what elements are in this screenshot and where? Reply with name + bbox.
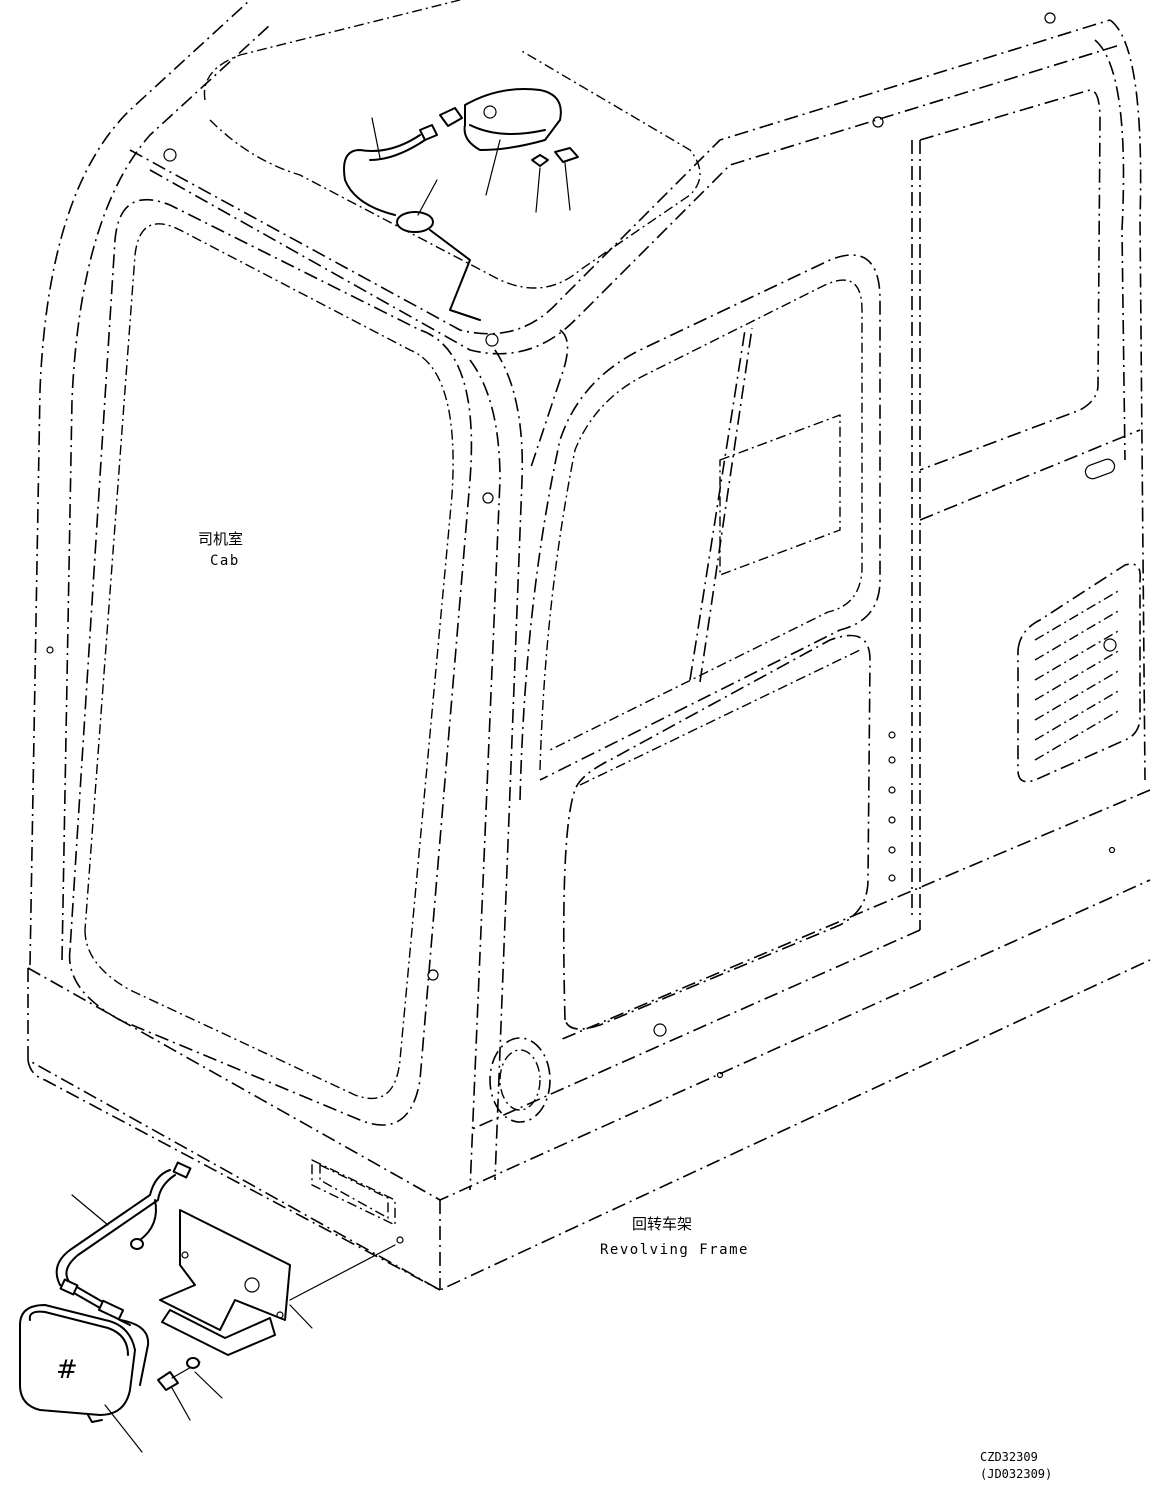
roof-lamp-body — [463, 88, 562, 151]
lamp-harness-wire — [55, 1169, 171, 1326]
roof-lamp-connector — [439, 107, 463, 127]
roof-lamp-assembly — [343, 88, 579, 321]
work-lamp-body — [19, 1304, 136, 1416]
frame-label-en: Revolving Frame — [600, 1242, 749, 1258]
roof-harness-wire — [343, 134, 421, 216]
roof-bolt-head — [554, 147, 579, 163]
drawing-alt-number: (JD032309) — [980, 1467, 1052, 1481]
harness-connector — [419, 124, 438, 141]
lamp-bolt-head — [157, 1371, 179, 1391]
lamp-bracket — [159, 1209, 291, 1331]
cab-label-cn: 司机室 — [198, 530, 243, 548]
lamp-symbol: # — [56, 1355, 78, 1385]
frame-label-cn: 回转车架 — [632, 1215, 692, 1233]
harness-grommet — [396, 211, 434, 233]
work-lamp-assembly: # — [19, 1161, 396, 1453]
drawing-number: CZD32309 — [980, 1450, 1038, 1464]
roof-washer — [531, 154, 549, 167]
ground-terminal — [130, 1238, 144, 1250]
cab-label-en: Cab — [210, 553, 240, 569]
lamp-washer — [186, 1357, 200, 1369]
lamp-harness-connector-top — [172, 1161, 192, 1179]
cab-outline — [27, 0, 1151, 1291]
